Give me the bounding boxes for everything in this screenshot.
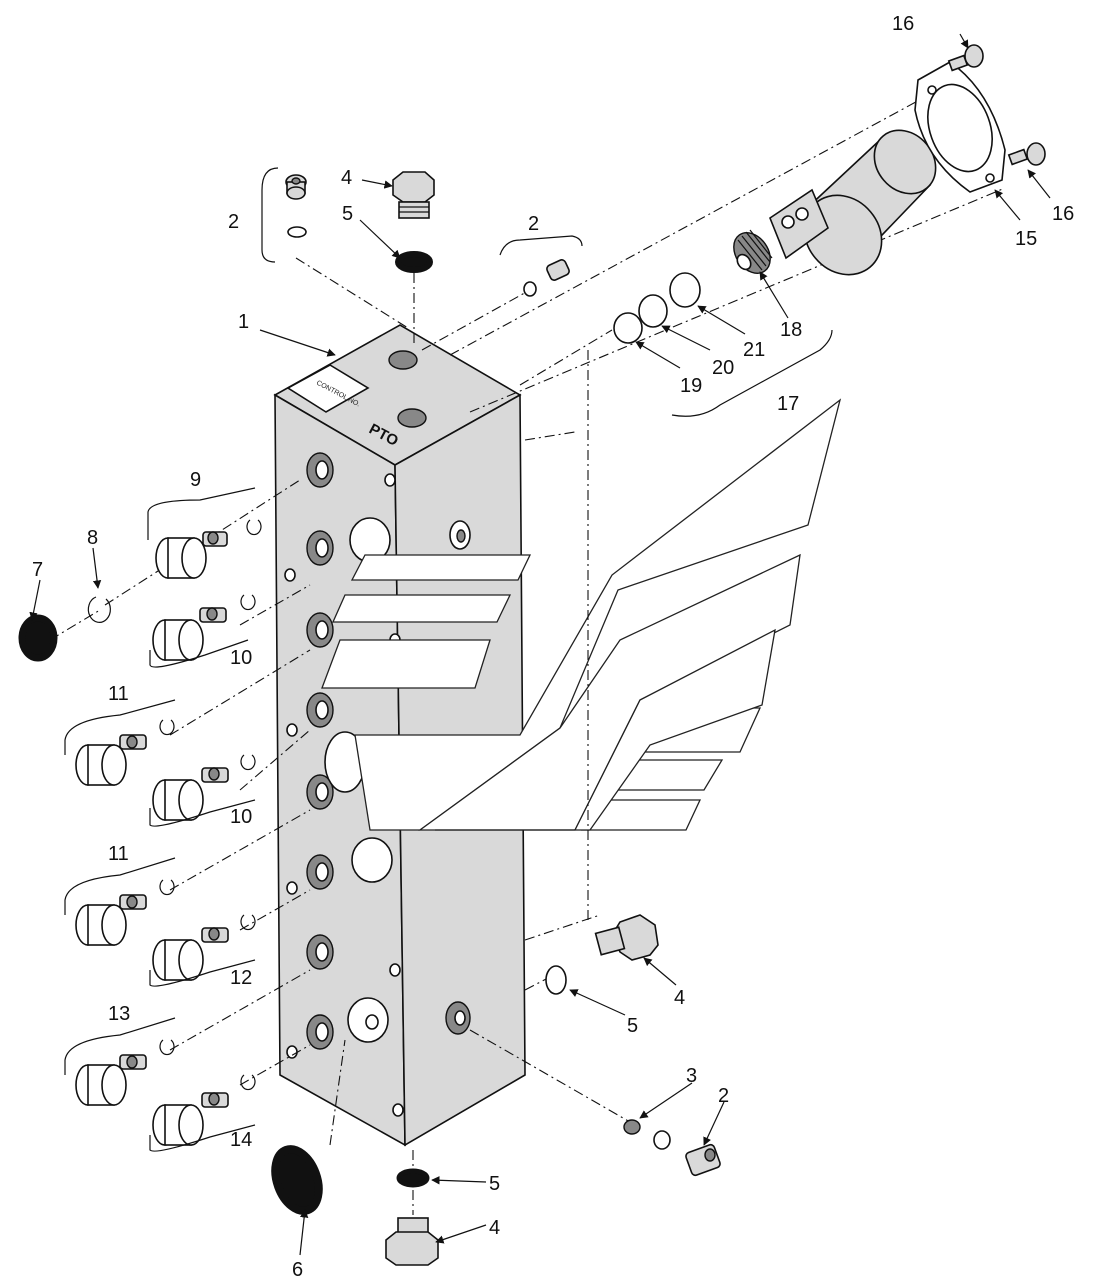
cap-screw [947, 44, 984, 72]
cartridge-11a [75, 719, 175, 786]
label-5: 5 [489, 1173, 500, 1195]
plug-top [285, 174, 307, 200]
o-ring-small [287, 226, 307, 238]
label-4: 4 [489, 1217, 500, 1239]
cartridge-9 [155, 519, 262, 579]
seal-ring-6 [271, 1145, 323, 1215]
callout-labels: 1 2 2 2 3 4 4 4 5 5 5 6 7 8 9 10 10 11 1… [32, 13, 1074, 1281]
label-10: 10 [230, 647, 252, 669]
hex-plug-right [594, 914, 659, 961]
o-ring-top [395, 251, 433, 273]
plug-upper-right [523, 259, 570, 297]
top-port [388, 350, 418, 370]
label-14: 14 [230, 1129, 252, 1151]
brackets [64, 167, 833, 1152]
label-4: 4 [341, 167, 352, 189]
snap-ring-8 [87, 596, 111, 623]
label-4: 4 [674, 987, 685, 1009]
cartridge-14 [152, 1074, 256, 1146]
label-10: 10 [230, 806, 252, 828]
label-20: 20 [712, 357, 734, 379]
solenoid-valve [733, 129, 937, 276]
label-13: 13 [108, 1003, 130, 1025]
leader-lines [29, 33, 1051, 1256]
cartridge-assemblies [75, 519, 262, 1146]
o-ring-19 [613, 312, 643, 344]
label-2: 2 [718, 1085, 729, 1107]
control-plate [286, 364, 370, 413]
cartridge-12 [152, 914, 256, 981]
label-16: 16 [892, 13, 914, 35]
label-21: 21 [743, 339, 765, 361]
cartridge-10a [152, 594, 256, 661]
label-15: 15 [1015, 228, 1037, 250]
label-19: 19 [680, 375, 702, 397]
label-16: 16 [1052, 203, 1074, 225]
cartridge-10b [152, 754, 256, 821]
label-18: 18 [780, 319, 802, 341]
hex-plug-bottom [385, 1217, 439, 1266]
mounting-flange [914, 61, 1006, 193]
o-ring-20 [638, 294, 668, 328]
label-5: 5 [627, 1015, 638, 1037]
plug-bottom-right [623, 1119, 721, 1177]
label-17: 17 [777, 393, 799, 415]
label-9: 9 [190, 469, 201, 491]
hex-plug-top [392, 171, 435, 219]
o-ring-right [545, 965, 567, 995]
cap-screw [1007, 142, 1046, 166]
label-6: 6 [292, 1259, 303, 1281]
cartridge-13 [75, 1039, 175, 1106]
label-2: 2 [228, 211, 239, 233]
cartridge-11b [75, 879, 175, 946]
label-2: 2 [528, 213, 539, 235]
right-face-ports [445, 520, 471, 1035]
seal-ring-7 [18, 614, 58, 662]
label-12: 12 [230, 967, 252, 989]
label-11: 11 [108, 683, 129, 705]
top-port [397, 408, 427, 428]
label-1: 1 [238, 311, 249, 333]
label-3: 3 [686, 1065, 697, 1087]
label-8: 8 [87, 527, 98, 549]
o-ring-21 [669, 272, 701, 308]
label-7: 7 [32, 559, 43, 581]
watermark-logo [321, 398, 842, 831]
o-ring-bottom [396, 1168, 430, 1188]
label-5: 5 [342, 203, 353, 225]
label-11: 11 [108, 843, 129, 865]
